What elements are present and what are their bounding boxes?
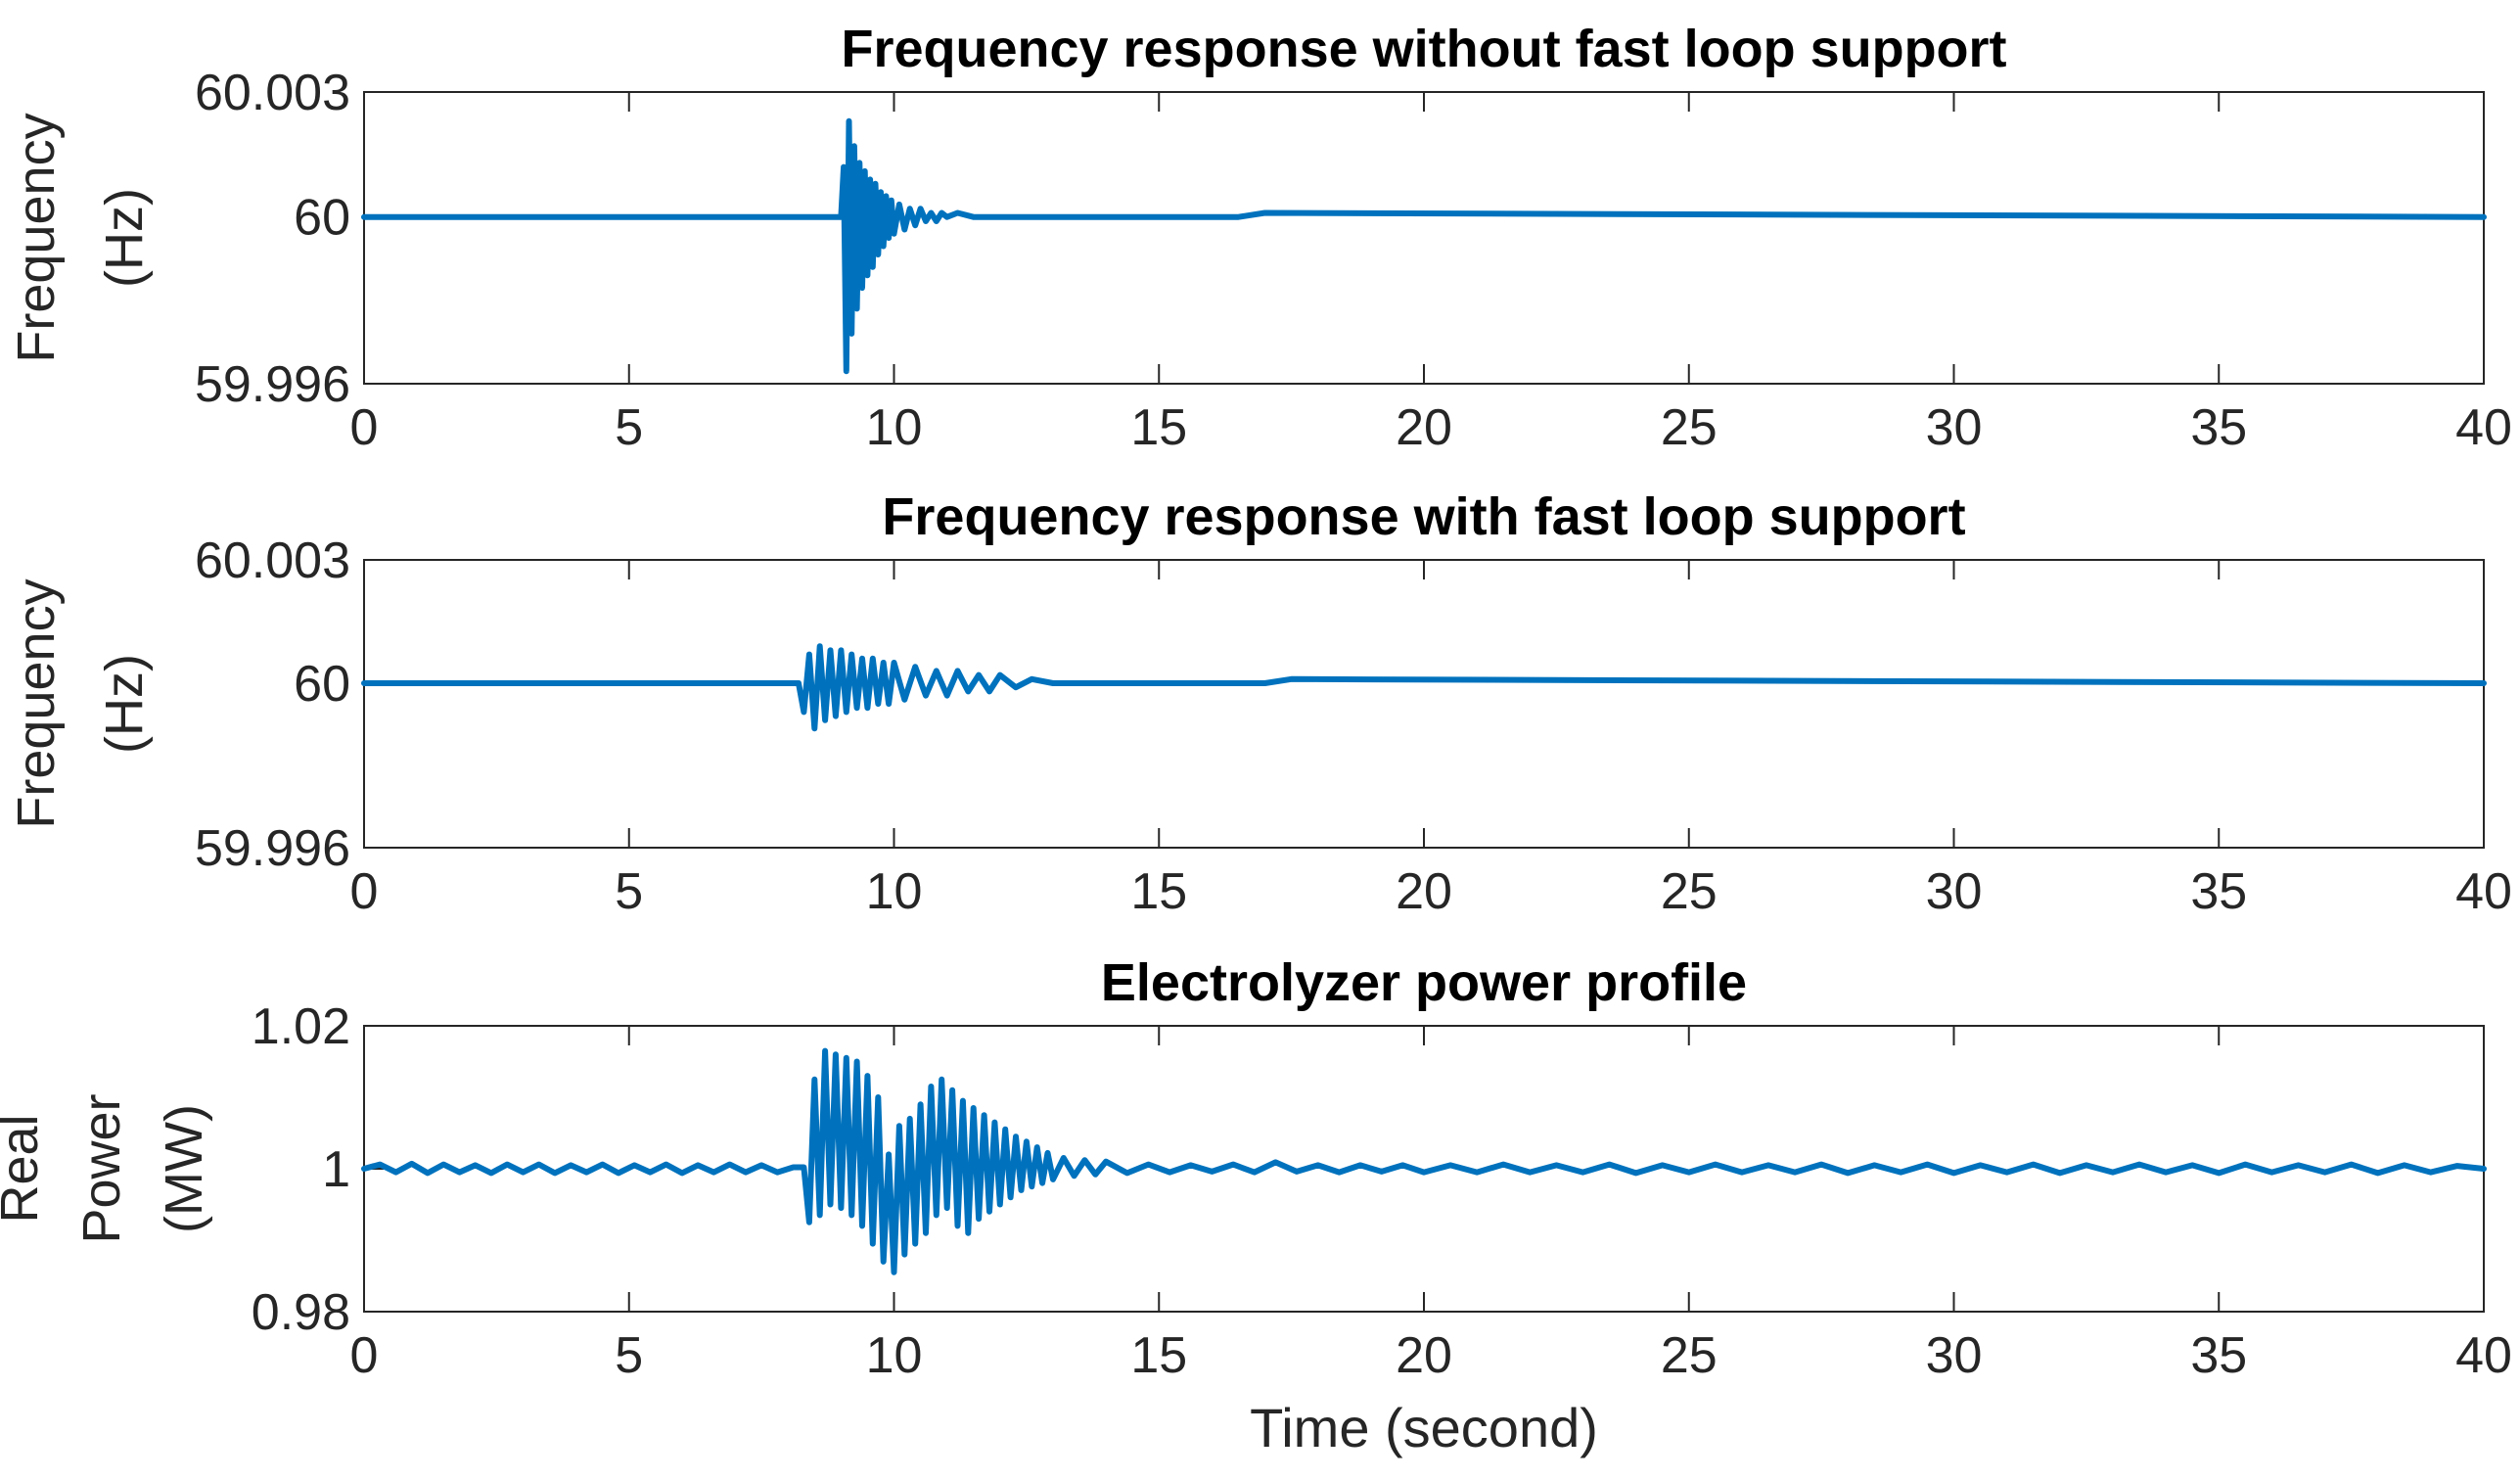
x-tick-label: 25 (1661, 1327, 1718, 1384)
x-tick-label: 10 (866, 399, 923, 456)
x-tick-label: 10 (866, 863, 923, 920)
plot-area (363, 91, 2485, 385)
x-tick-label: 30 (1926, 1327, 1983, 1384)
x-tick-label: 20 (1396, 1327, 1452, 1384)
chart-title: Frequency response with fast loop suppor… (882, 487, 1965, 546)
x-tick-label: 40 (2455, 1327, 2512, 1384)
series-line (361, 643, 2487, 732)
series-line (361, 117, 2487, 375)
plot-area (363, 559, 2485, 849)
x-tick-label: 25 (1661, 399, 1718, 456)
x-tick-label: 0 (350, 399, 379, 456)
x-tick-label: 20 (1396, 399, 1452, 456)
chart-title: Electrolyzer power profile (1101, 953, 1747, 1012)
x-tick-label: 25 (1661, 863, 1718, 920)
x-tick-label: 40 (2455, 863, 2512, 920)
y-axis-label: Power (72, 1093, 131, 1243)
x-tick-label: 35 (2190, 863, 2247, 920)
x-tick-label: 5 (615, 863, 643, 920)
y-tick-label: 60.003 (195, 65, 350, 121)
y-axis-label: Real (0, 1114, 49, 1223)
x-tick-label: 0 (350, 863, 379, 920)
y-tick-label: 1 (322, 1141, 350, 1198)
x-tick-label: 30 (1926, 863, 1983, 920)
y-tick-label: 59.996 (195, 820, 350, 877)
x-tick-label: 15 (1130, 863, 1187, 920)
chart-title: Frequency response without fast loop sup… (841, 20, 2006, 78)
chart-panel-3: Electrolyzer power profile 0 5 10 15 20 25 30 35… (0, 953, 2512, 1458)
y-axis-label: (Hz) (95, 654, 154, 754)
x-tick-label: 40 (2455, 399, 2512, 456)
x-tick-label: 30 (1926, 399, 1983, 456)
chart-panel-1: Frequency response without fast loop sup… (7, 20, 2512, 456)
plot-area (363, 1025, 2485, 1313)
y-tick-label: 1.02 (252, 998, 350, 1055)
y-axis-label: Frequency (7, 578, 66, 828)
x-tick-label: 10 (866, 1327, 923, 1384)
x-tick-label: 5 (615, 399, 643, 456)
y-tick-label: 60 (294, 656, 350, 713)
x-tick-label: 15 (1130, 1327, 1187, 1384)
chart-panel-2: Frequency response with fast loop suppor… (7, 487, 2512, 920)
y-axis-label: (MW) (155, 1104, 213, 1233)
y-tick-label: 59.996 (195, 356, 350, 413)
x-axis-label: Time (second) (1250, 1397, 1598, 1458)
x-tick-label: 5 (615, 1327, 643, 1384)
y-tick-label: 60 (294, 190, 350, 247)
x-tick-label: 35 (2190, 1327, 2247, 1384)
x-tick-label: 0 (350, 1327, 379, 1384)
y-axis-label: Frequency (7, 113, 66, 362)
y-axis-label: (Hz) (95, 188, 154, 288)
x-tick-label: 15 (1130, 399, 1187, 456)
x-tick-label: 35 (2190, 399, 2247, 456)
series-line (361, 1047, 2487, 1275)
x-tick-label: 20 (1396, 863, 1452, 920)
y-tick-label: 60.003 (195, 532, 350, 589)
y-tick-label: 0.98 (252, 1284, 350, 1341)
